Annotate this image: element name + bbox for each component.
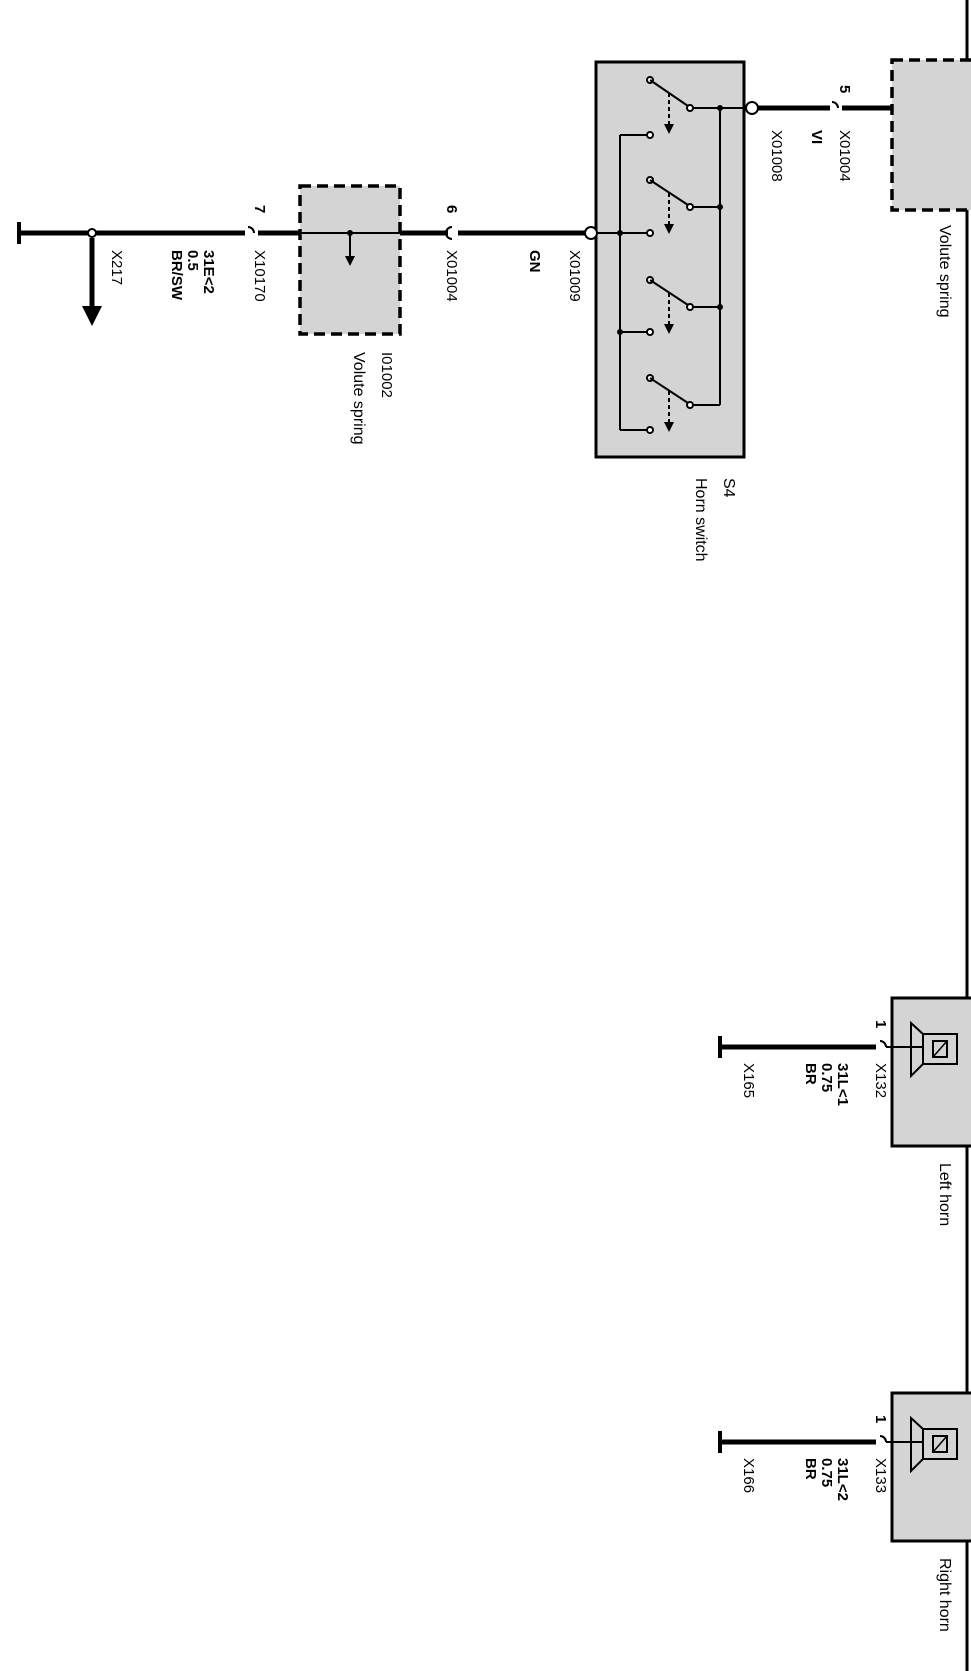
left-horn-box — [890, 996, 971, 1148]
right-ground-size: 0.75 — [818, 1458, 835, 1487]
horn-switch-ref: S4 — [720, 478, 737, 498]
wire-right-horn — [718, 1431, 923, 1453]
x132-pin: 1 — [872, 1020, 889, 1028]
switch-contact-2 — [646, 176, 694, 237]
x01004-top-pin: 5 — [836, 85, 853, 93]
wire-gn — [400, 226, 585, 240]
left-ground-circuit: 31L<1 — [834, 1063, 851, 1106]
left-ground-size: 0.75 — [818, 1063, 835, 1092]
horn-switch-name: Horn switch — [692, 478, 709, 562]
volute-spring-mid-name: Volute spring — [350, 352, 367, 445]
ground-main-circuit: 31E<2 — [200, 250, 217, 294]
right-horn-box — [890, 1391, 971, 1543]
wire-ground-main — [17, 222, 300, 326]
left-horn-name: Left horn — [936, 1163, 953, 1226]
wire-left-horn — [718, 1036, 923, 1058]
x01004-mid-id: X01004 — [443, 250, 460, 302]
right-horn — [890, 1391, 971, 1543]
right-ground-color: BR — [802, 1458, 819, 1480]
x217-label: X217 — [108, 250, 125, 285]
left-ground-color: BR — [802, 1063, 819, 1085]
right-horn-name: Right horn — [936, 1558, 953, 1632]
horn-icon — [910, 1020, 958, 1079]
ground-main-color: BR/SW — [168, 250, 185, 301]
volute-spring-mid-ref: I01002 — [378, 352, 395, 398]
switch-contact-1 — [646, 76, 694, 139]
x01009-label: X01009 — [566, 250, 583, 302]
x133-id: X133 — [872, 1458, 889, 1493]
switch-contact-4 — [646, 374, 694, 434]
x165-label: X165 — [740, 1063, 757, 1098]
horn-switch — [584, 60, 759, 459]
vi-wire-color: VI — [808, 130, 825, 144]
x10170-pin: 7 — [251, 205, 268, 213]
x10170-id: X10170 — [251, 250, 268, 302]
wire-vi — [758, 101, 892, 111]
horn-icon — [910, 1415, 958, 1474]
x01009-terminal — [584, 226, 598, 240]
switch-contact-3 — [646, 276, 694, 336]
left-horn — [890, 996, 971, 1148]
x01008-terminal — [745, 101, 759, 115]
x01004-top-id: X01004 — [836, 130, 853, 182]
continuation-arrow — [82, 306, 102, 326]
volute-spring-top-name: Volute spring — [936, 225, 953, 318]
x133-pin: 1 — [872, 1415, 889, 1423]
right-ground-circuit: 31L<2 — [834, 1458, 851, 1501]
x01004-mid-pin: 6 — [443, 205, 460, 213]
x132-id: X132 — [872, 1063, 889, 1098]
x166-label: X166 — [740, 1458, 757, 1493]
ground-main-size: 0.5 — [184, 250, 201, 271]
volute-spring-top-box — [890, 58, 971, 212]
gn-wire-color: GN — [526, 250, 543, 273]
x01008-label: X01008 — [768, 130, 785, 182]
